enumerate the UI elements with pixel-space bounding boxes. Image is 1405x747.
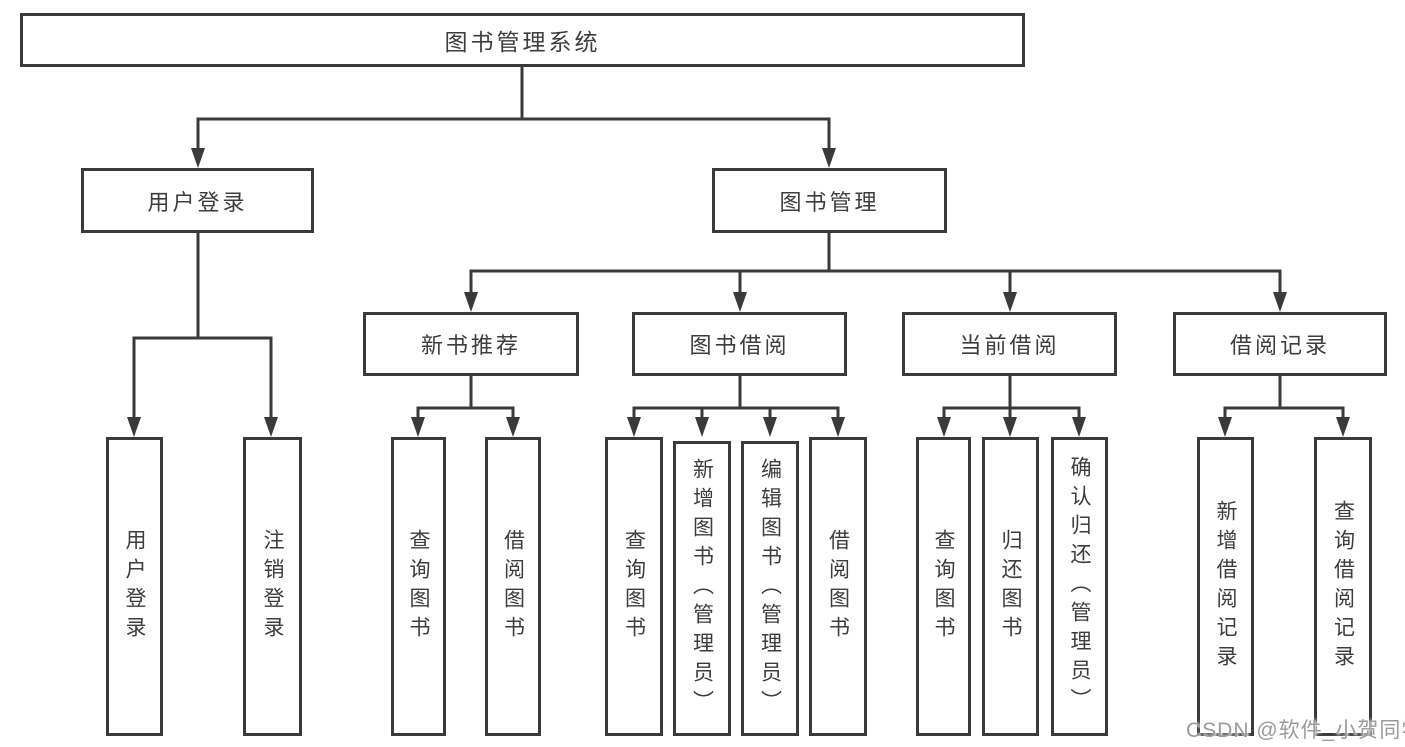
- node-leaf-br-add-record: 新增借阅记录: [1197, 437, 1254, 736]
- node-leaf-user-login: 用户登录: [106, 437, 163, 736]
- csdn-watermark: CSDN @软件_小贺同学: [1186, 719, 1405, 742]
- node-root: 图书管理系统: [20, 13, 1025, 67]
- connector-bookborrow-to-children: [627, 376, 845, 437]
- node-book-management: 图书管理: [712, 168, 947, 233]
- node-new-book-recommend: 新书推荐: [363, 312, 579, 376]
- node-leaf-bb-edit-books-admin: 编辑图书（管理员）: [741, 441, 799, 736]
- connector-userlogin-to-children: [127, 233, 278, 437]
- node-leaf-bb-query-books: 查询图书: [605, 437, 663, 736]
- node-leaf-cb-return-books: 归还图书: [982, 437, 1039, 736]
- node-leaf-logout: 注销登录: [243, 437, 302, 736]
- node-leaf-br-query-record: 查询借阅记录: [1314, 437, 1372, 736]
- node-leaf-nbr-borrow-books: 借阅图书: [485, 437, 541, 736]
- connector-currentborrow-to-children: [937, 376, 1086, 437]
- node-leaf-bb-borrow-books: 借阅图书: [809, 437, 867, 736]
- node-book-borrow: 图书借阅: [632, 312, 847, 376]
- node-current-borrow: 当前借阅: [902, 312, 1117, 376]
- node-leaf-nbr-query-books: 查询图书: [391, 437, 446, 736]
- node-leaf-cb-query-books: 查询图书: [916, 437, 971, 736]
- node-leaf-bb-add-books-admin: 新增图书（管理员）: [673, 441, 731, 736]
- connector-borrowrecord-to-children: [1218, 376, 1350, 437]
- connector-newbookrec-to-children: [411, 376, 520, 437]
- connector-root-to-level2: [191, 67, 836, 168]
- node-user-login: 用户登录: [81, 168, 314, 233]
- node-leaf-cb-confirm-return-admin: 确认归还（管理员）: [1051, 437, 1108, 736]
- node-borrow-record: 借阅记录: [1173, 312, 1387, 376]
- connector-bookmgmt-to-level3: [464, 233, 1287, 312]
